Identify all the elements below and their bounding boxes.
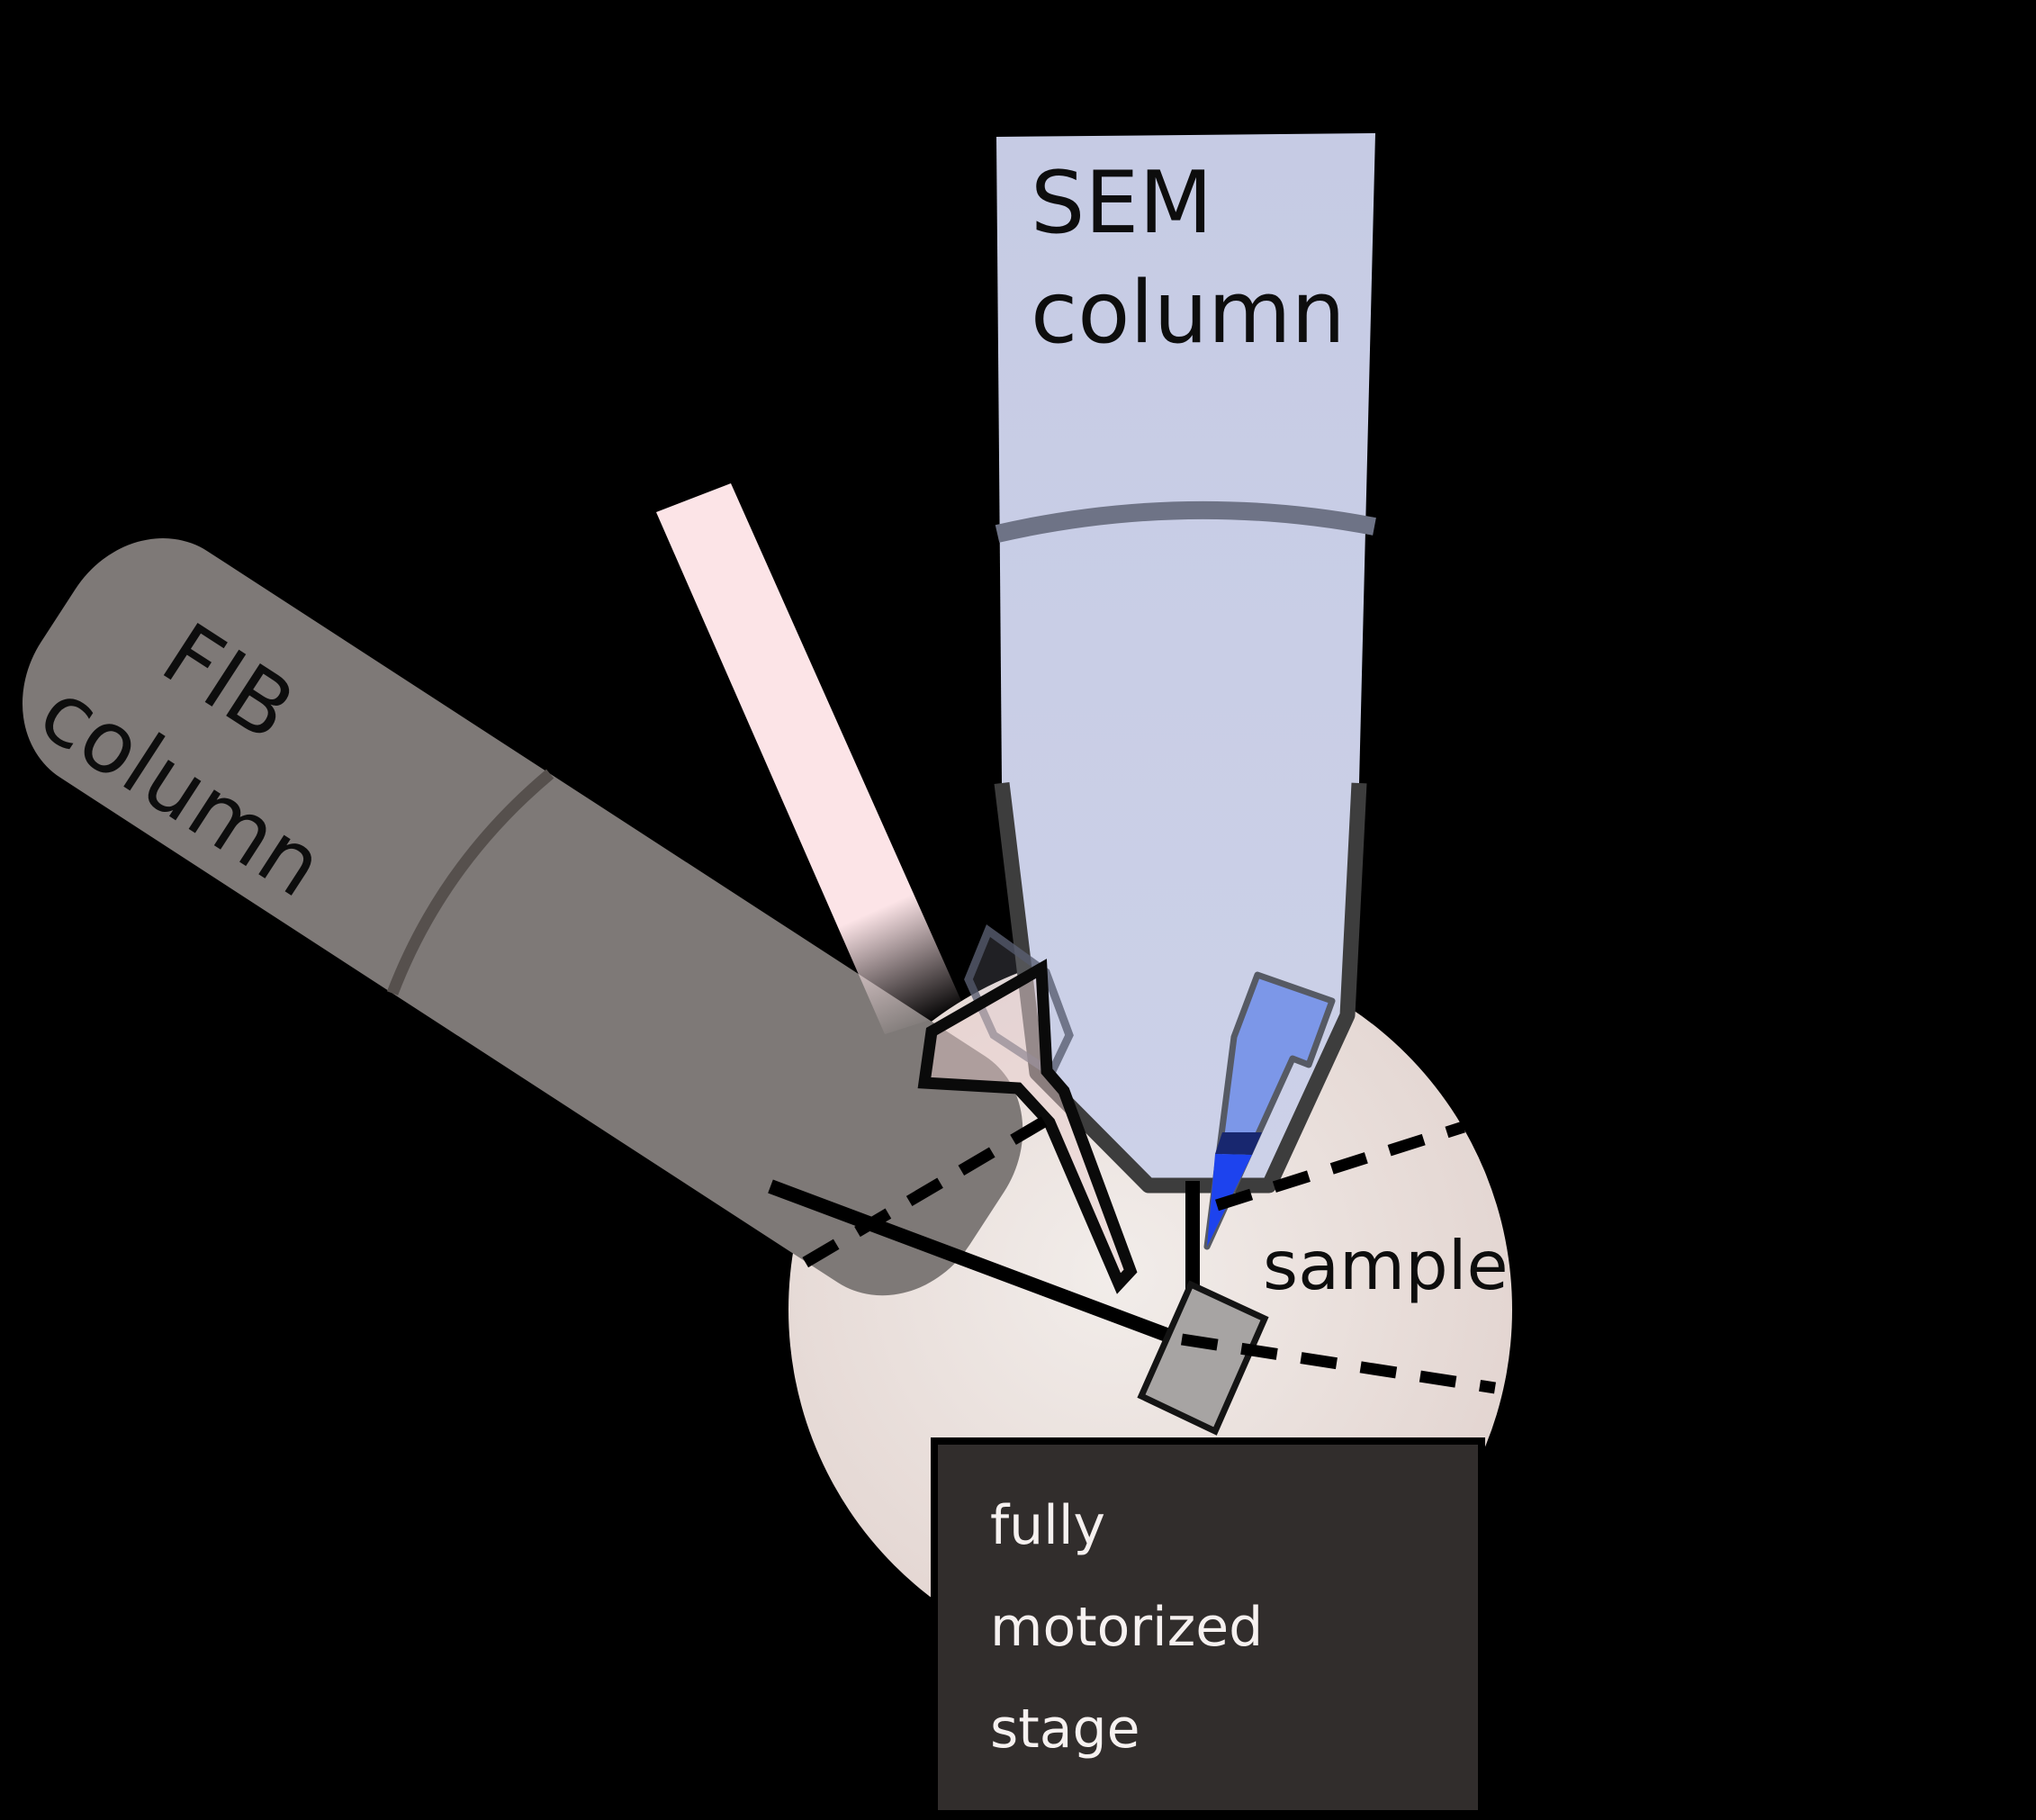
fib-column-body: [22, 538, 1023, 1296]
fib-beam-line: [768, 1179, 1184, 1347]
sem-joint-line: [995, 500, 1376, 543]
dashed-line-lower-right: [1181, 1333, 1496, 1394]
stage-label-line1: fully: [990, 1494, 1105, 1557]
sample-label: sample: [1263, 1226, 1509, 1305]
stage-label-line2: motorized: [990, 1596, 1263, 1659]
sem-label-line2: column: [1031, 264, 1346, 363]
gis-needle-outline: [917, 959, 1138, 1294]
sem-label-line1: SEM: [1031, 154, 1212, 253]
dashed-line-upper-right: [1215, 1121, 1465, 1212]
sem-tip-outline: [994, 781, 1367, 1194]
sem-column-body: [996, 133, 1375, 1185]
stage-label-line3: stage: [990, 1698, 1140, 1761]
manipulator-needle-navy-band: [1215, 1132, 1262, 1155]
dashed-line-left: [786, 1116, 1048, 1277]
manipulator-needle: [1203, 971, 1336, 1250]
stage-box: [931, 1437, 1485, 1817]
gis-pink-band: [656, 483, 965, 1034]
fib-column-joint-line: [386, 769, 554, 996]
sample-holder: [1137, 1280, 1269, 1436]
